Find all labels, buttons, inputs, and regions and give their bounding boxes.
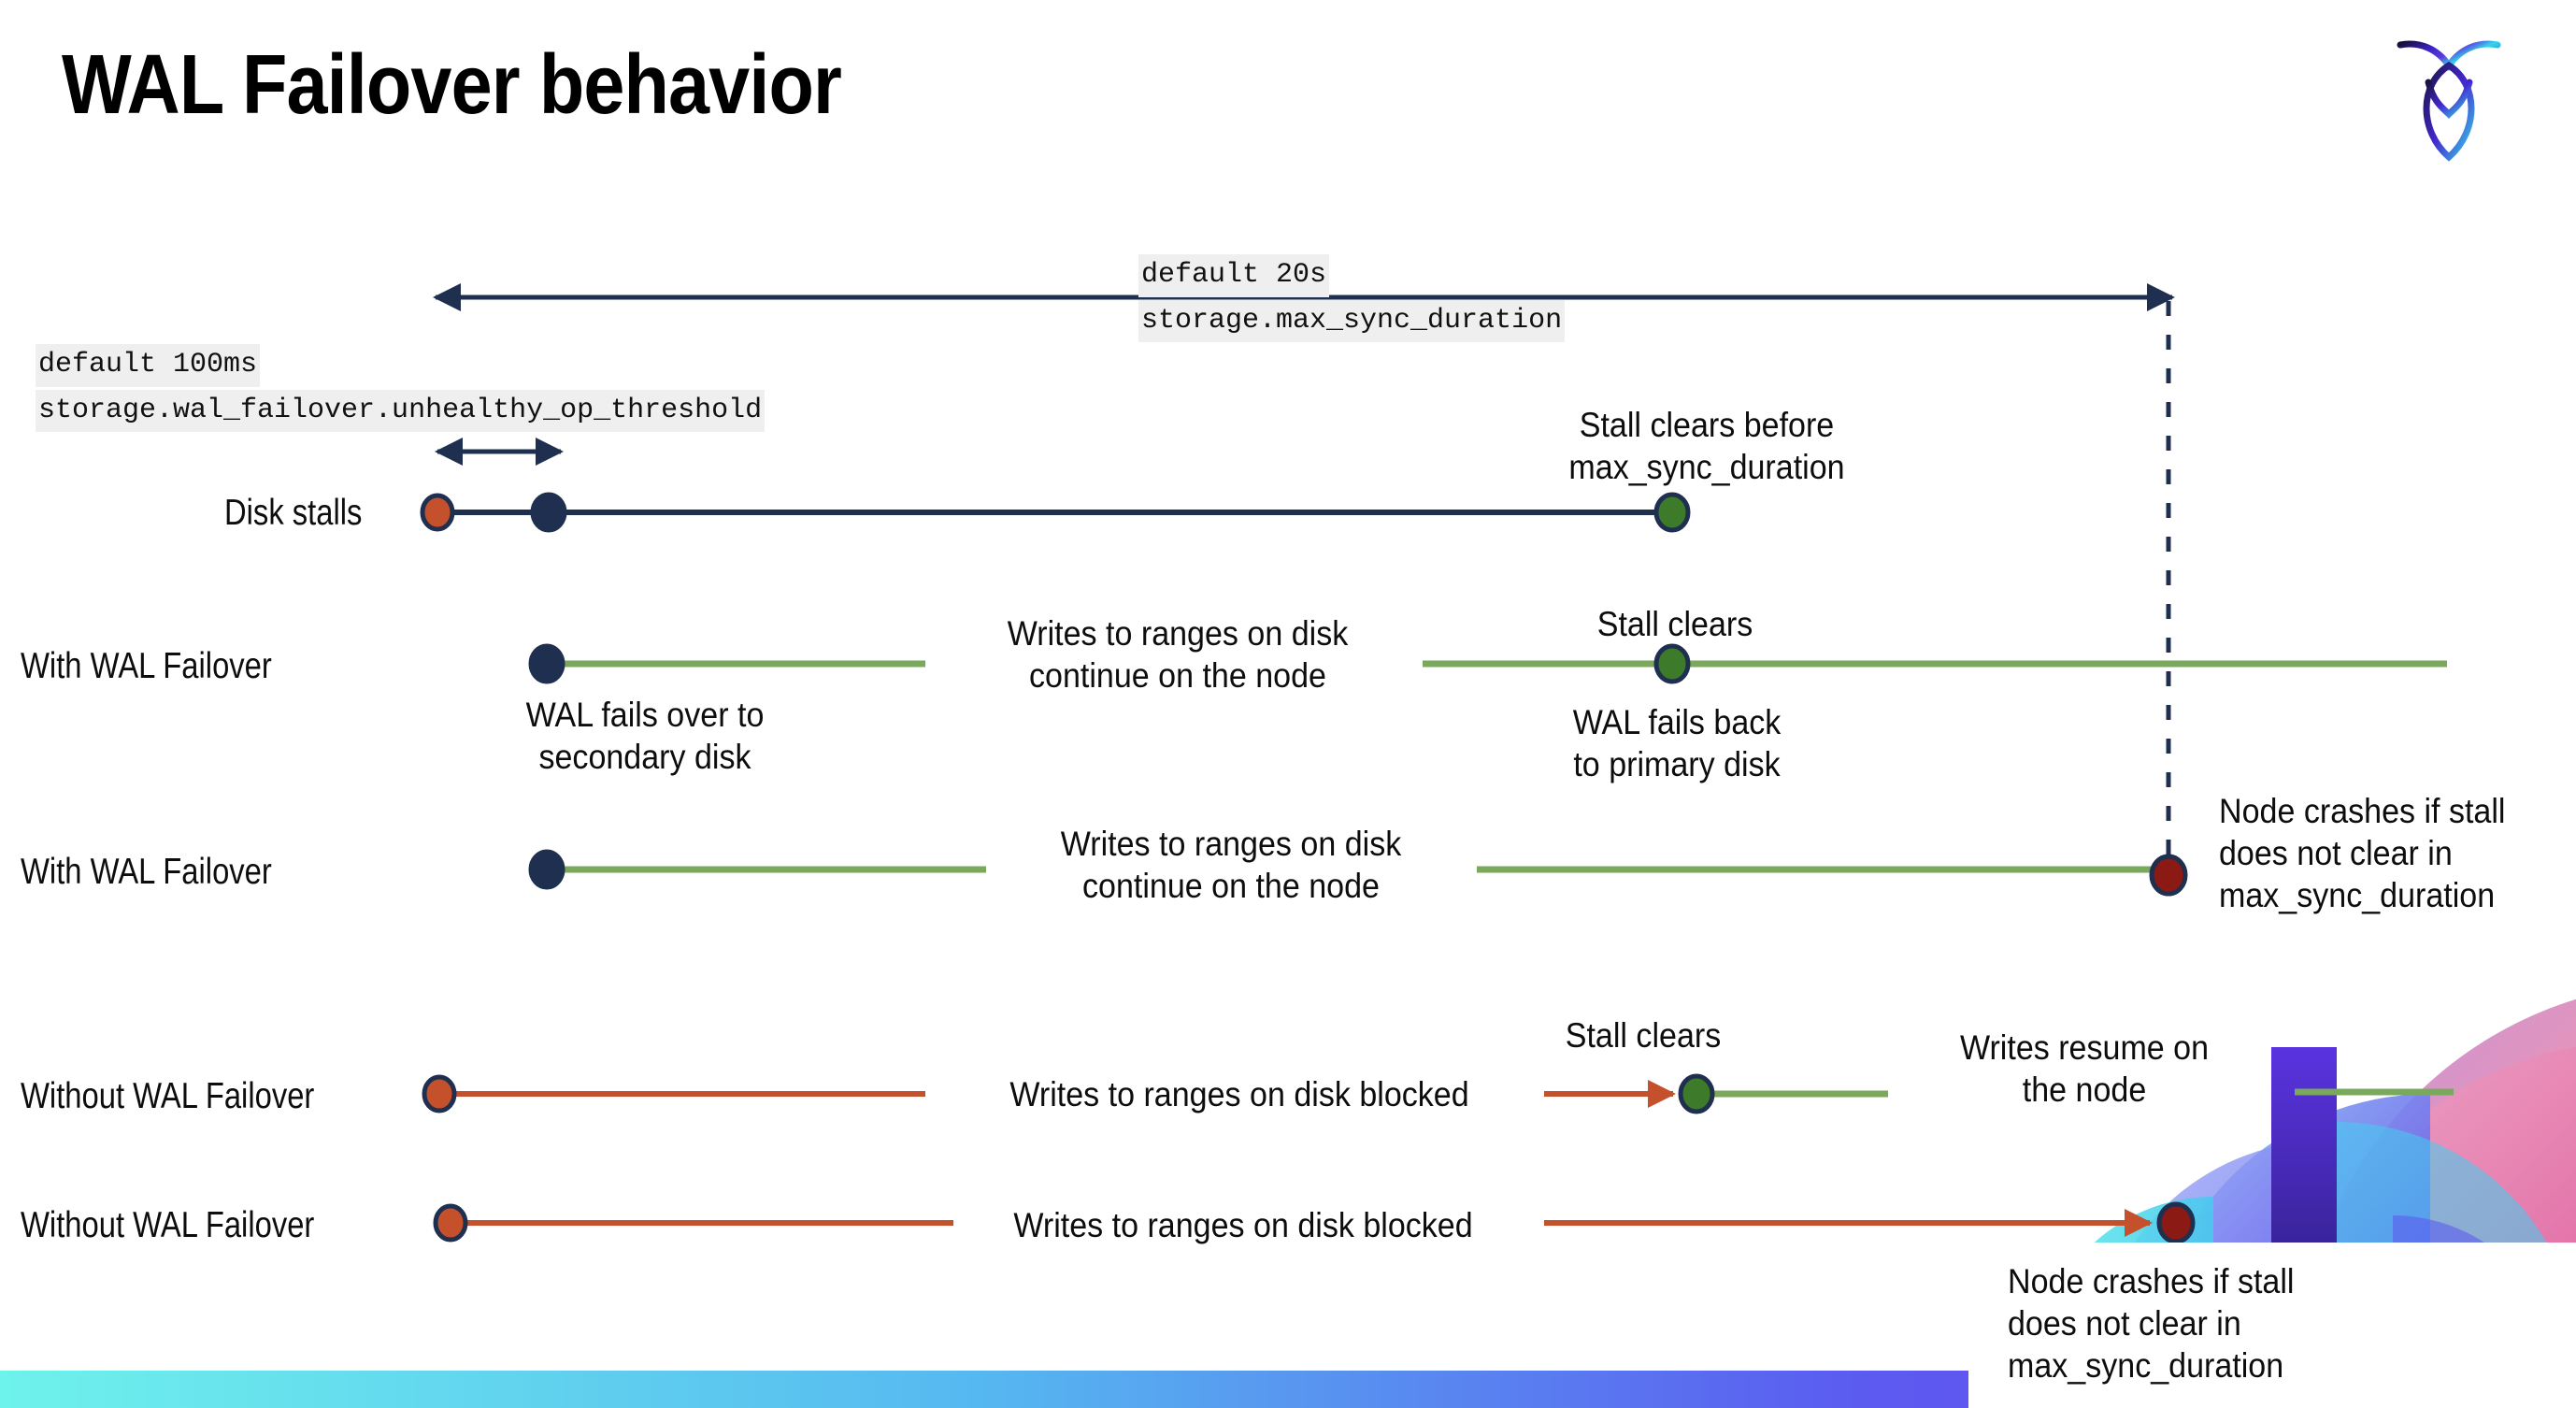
disk-stalls-clear-dot: [1653, 492, 1691, 533]
note-writes-continue-1: Writes to ranges on disk continue on the…: [1007, 614, 1349, 696]
page-title: WAL Failover behavior: [62, 38, 842, 132]
max-sync-duration-name: storage.max_sync_duration: [1138, 299, 1566, 342]
row-label-disk-stalls: Disk stalls: [224, 493, 363, 533]
cockroachdb-logo: [2393, 26, 2505, 166]
max-sync-duration-default: default 20s: [1138, 254, 1330, 297]
wal-failover-1-failover-dot: [528, 643, 565, 684]
note-card-background: [1968, 1243, 2576, 1408]
unhealthy-op-threshold-default: default 100ms: [36, 344, 261, 387]
note-writes-blocked-1: Writes to ranges on disk blocked: [1009, 1075, 1469, 1113]
row-label-with-wal-failover-1: With WAL Failover: [21, 646, 272, 686]
note-stall-clears-row2: Stall clears: [1596, 605, 1753, 643]
note-node-crashes-1: Node crashes if stall does not clear in …: [2219, 792, 2506, 915]
note-wal-fails-back: WAL fails back to primary disk: [1572, 703, 1782, 784]
max-sync-duration-setting-label: default 20s storage.max_sync_duration: [1138, 254, 1566, 342]
row-label-without-wal-failover-2: Without WAL Failover: [21, 1205, 315, 1245]
without-wal-1-clear-dot: [1678, 1073, 1715, 1114]
disk-stalls-threshold-dot: [530, 492, 567, 533]
without-wal-2-start-dot: [433, 1203, 468, 1243]
wal-failover-2-crash-dot: [2149, 854, 2188, 897]
unhealthy-op-threshold-setting-label: default 100ms storage.wal_failover.unhea…: [36, 344, 766, 432]
disk-stalls-start-dot: [420, 493, 455, 532]
note-wal-fails-over: WAL fails over to secondary disk: [525, 696, 765, 777]
row-label-with-wal-failover-2: With WAL Failover: [21, 852, 272, 892]
note-writes-continue-2: Writes to ranges on disk continue on the…: [1060, 825, 1402, 906]
note-writes-resume: Writes resume on the node: [1959, 1028, 2210, 1110]
note-node-crashes-2: Node crashes if stall does not clear in …: [2008, 1262, 2295, 1386]
without-wal-1-start-dot: [422, 1074, 457, 1113]
row-label-without-wal-failover-1: Without WAL Failover: [21, 1076, 315, 1116]
unhealthy-op-threshold-name: storage.wal_failover.unhealthy_op_thresh…: [36, 389, 766, 432]
note-stall-clears-row4: Stall clears: [1565, 1016, 1722, 1055]
wal-failover-2-failover-dot: [528, 849, 565, 890]
note-stall-clears-before: Stall clears before max_sync_duration: [1568, 406, 1845, 487]
without-wal-2-crash-dot: [2156, 1201, 2196, 1244]
note-writes-blocked-2: Writes to ranges on disk blocked: [1013, 1206, 1473, 1244]
wal-failover-1-clear-dot: [1653, 643, 1691, 684]
